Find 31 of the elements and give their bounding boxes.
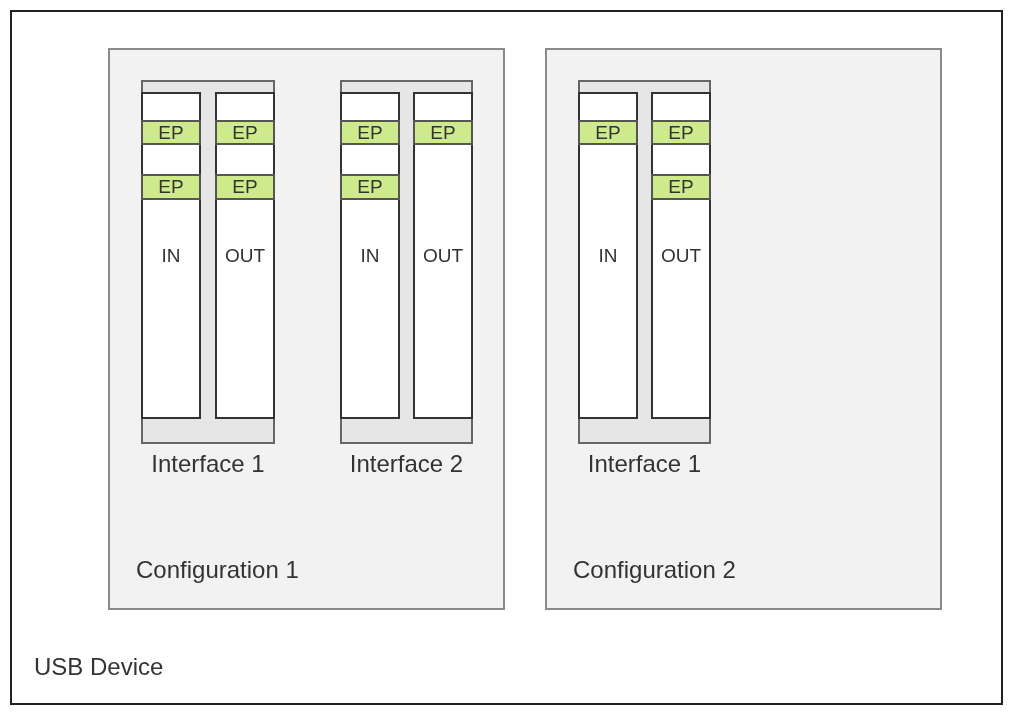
endpoint-column (651, 92, 711, 419)
configuration-box (545, 48, 942, 610)
endpoint-box: EP (578, 120, 638, 145)
endpoint-box: EP (215, 174, 275, 200)
interface-label: Interface 1 (151, 450, 265, 478)
direction-label: OUT (659, 245, 703, 267)
endpoint-box: EP (340, 174, 400, 200)
endpoint-column (413, 92, 473, 419)
endpoint-box: EP (651, 174, 711, 200)
direction-label: IN (160, 245, 182, 267)
endpoint-column (578, 92, 638, 419)
endpoint-box: EP (413, 120, 473, 145)
endpoint-box: EP (651, 120, 711, 145)
endpoint-column (340, 92, 400, 419)
endpoint-column (141, 92, 201, 419)
device-label: USB Device (34, 653, 164, 681)
endpoint-box: EP (141, 120, 201, 145)
endpoint-box: EP (141, 174, 201, 200)
direction-label: OUT (223, 245, 267, 267)
endpoint-box: EP (340, 120, 400, 145)
endpoint-box: EP (215, 120, 275, 145)
device-box (10, 10, 1003, 705)
direction-label: IN (359, 245, 381, 267)
configuration-box (108, 48, 505, 610)
direction-label: OUT (421, 245, 465, 267)
interface-label: Interface 2 (349, 450, 464, 478)
direction-label: IN (597, 245, 619, 267)
configuration-label: Configuration 2 (573, 556, 736, 584)
interface-label: Interface 1 (587, 450, 702, 478)
configuration-label: Configuration 1 (136, 556, 299, 584)
endpoint-column (215, 92, 275, 419)
